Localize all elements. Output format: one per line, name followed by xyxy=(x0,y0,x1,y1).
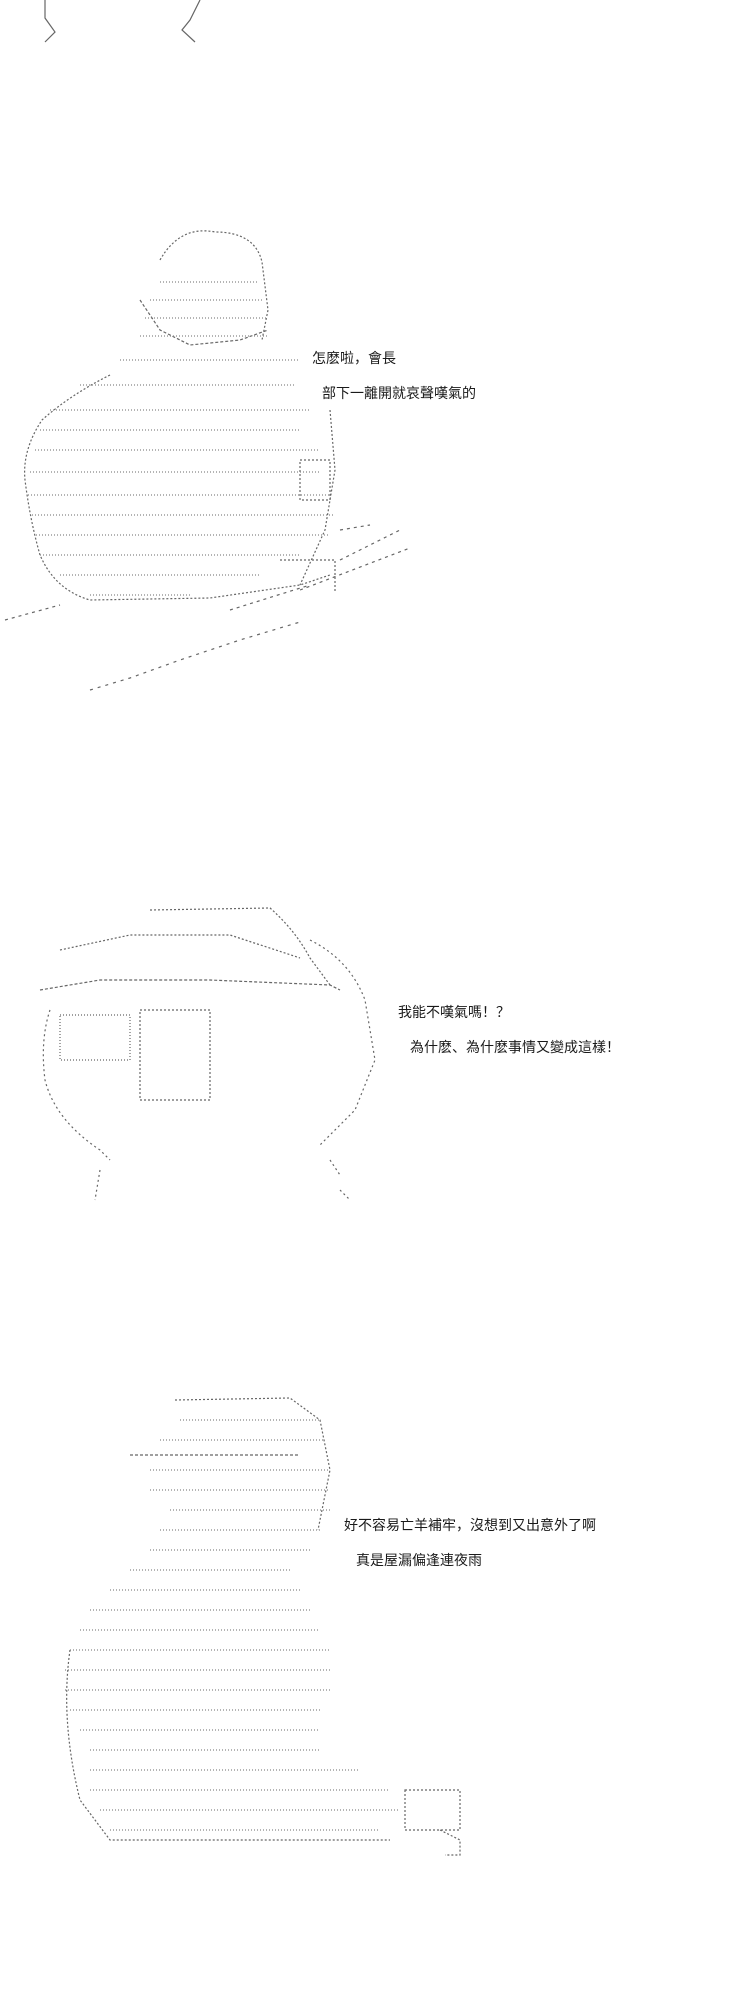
dialogue-panel-2-line-2: 為什麽、為什麽事情又變成這樣！ xyxy=(410,1040,620,1056)
dialogue-panel-1-line-1: 怎麽啦，會長 xyxy=(312,351,396,367)
dialogue-panel-3-line-1: 好不容易亡羊補牢，沒想到又出意外了啊 xyxy=(344,1518,596,1534)
dialogue-panel-1-line-2: 部下一離開就哀聲嘆氣的 xyxy=(322,386,476,402)
dialogue-panel-3-line-2: 真是屋漏偏逢連夜雨 xyxy=(356,1553,482,1569)
dialogue-panel-2-line-1: 我能不嘆氣嗎！？ xyxy=(398,1005,510,1021)
